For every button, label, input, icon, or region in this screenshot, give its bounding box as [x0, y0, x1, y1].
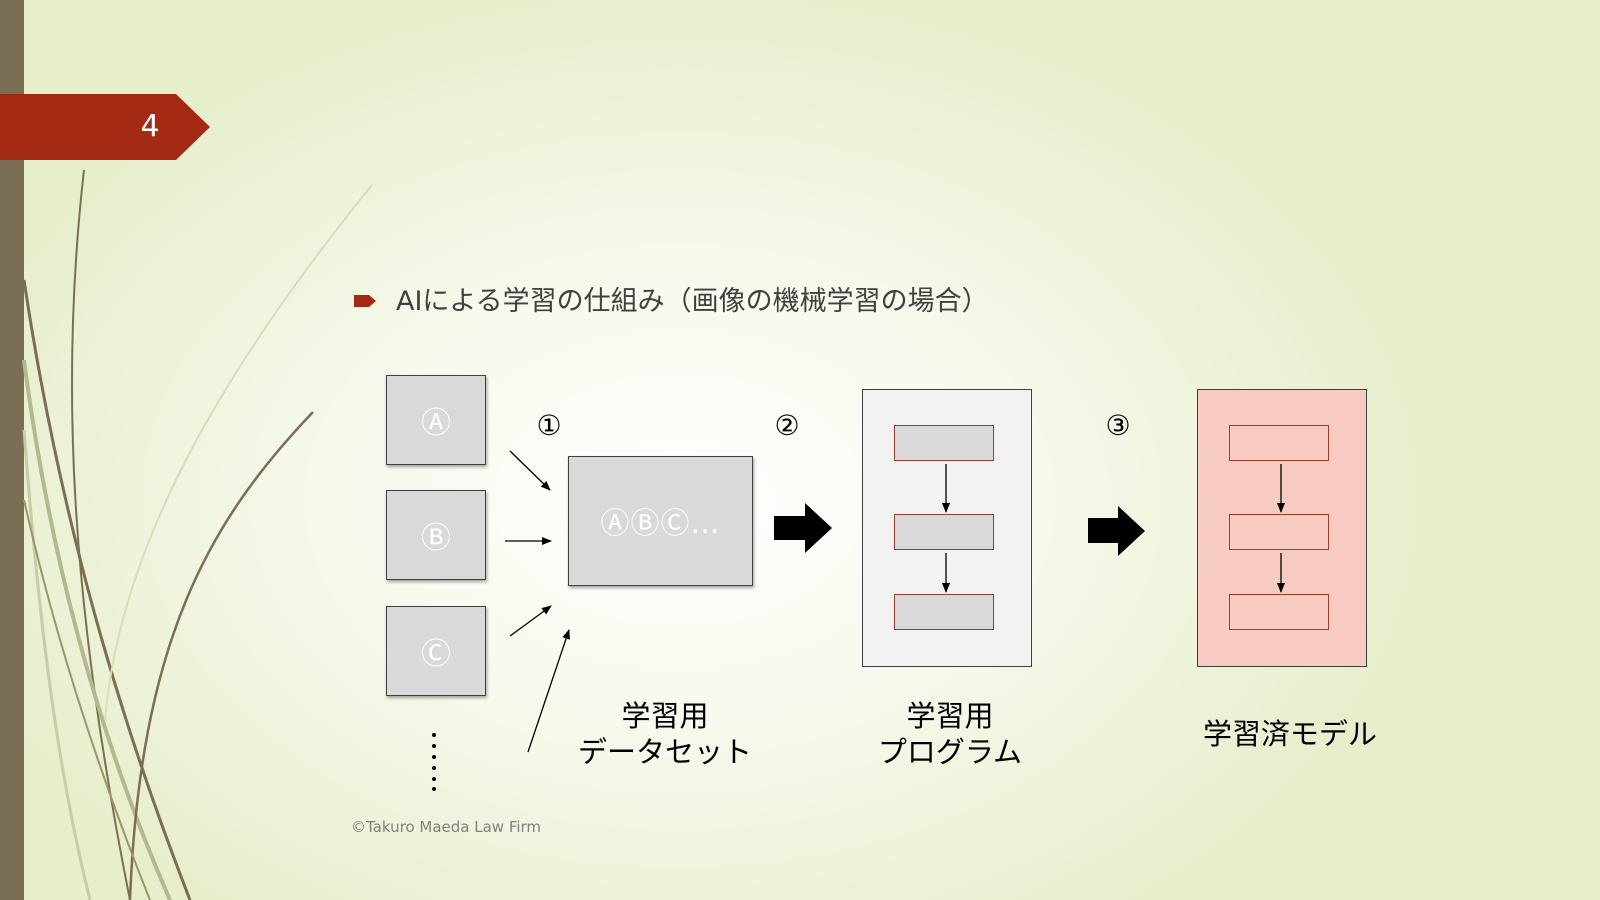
image-label-b: Ⓑ [421, 521, 451, 556]
image-box-c: Ⓒ [386, 606, 486, 696]
program-label-line-1: 学習用 [906, 699, 994, 733]
big-arrow-2 [1088, 506, 1145, 556]
dataset-label: 学習用 データセット [565, 698, 765, 770]
dataset-label-line-1: 学習用 [621, 699, 709, 733]
program-node-3 [894, 594, 994, 630]
model-node-3 [1229, 594, 1329, 630]
copyright-footer: ©Takuro Maeda Law Firm [351, 818, 542, 836]
slide-number: 4 [140, 109, 160, 144]
slide-heading: AIによる学習の仕組み（画像の機械学習の場合） [396, 286, 989, 317]
program-node-1 [894, 425, 994, 461]
image-box-b: Ⓑ [386, 490, 486, 580]
big-arrow-1 [774, 503, 832, 553]
dataset-box-text: ⒶⒷⒸ… [600, 506, 721, 540]
program-box [862, 389, 1032, 667]
model-node-2 [1229, 514, 1329, 550]
dataset-box: ⒶⒷⒸ… [568, 456, 753, 586]
trained-model-box [1197, 389, 1367, 667]
model-label-line-1: 学習済モデル [1202, 717, 1377, 751]
bullet-icon [354, 295, 376, 307]
model-label: 学習済モデル [1180, 716, 1400, 752]
image-box-a: Ⓐ [386, 375, 486, 465]
arrow-a-to-dataset [509, 450, 551, 491]
step-3-label: ③ [1105, 409, 1131, 442]
image-label-a: Ⓐ [421, 406, 451, 441]
slide-number-tab [0, 94, 210, 160]
program-label: 学習用 プログラム [850, 698, 1050, 770]
arrow-more-to-dataset [527, 629, 570, 753]
dataset-label-line-2: データセット [577, 735, 752, 769]
image-label-c: Ⓒ [421, 637, 451, 672]
program-label-line-2: プログラム [877, 735, 1023, 769]
more-images-ellipsis [430, 733, 440, 791]
arrow-c-to-dataset [509, 605, 552, 637]
model-node-1 [1229, 425, 1329, 461]
program-node-2 [894, 514, 994, 550]
step-2-label: ② [774, 409, 800, 442]
step-1-label: ① [536, 409, 562, 442]
grass-decoration [22, 169, 373, 900]
